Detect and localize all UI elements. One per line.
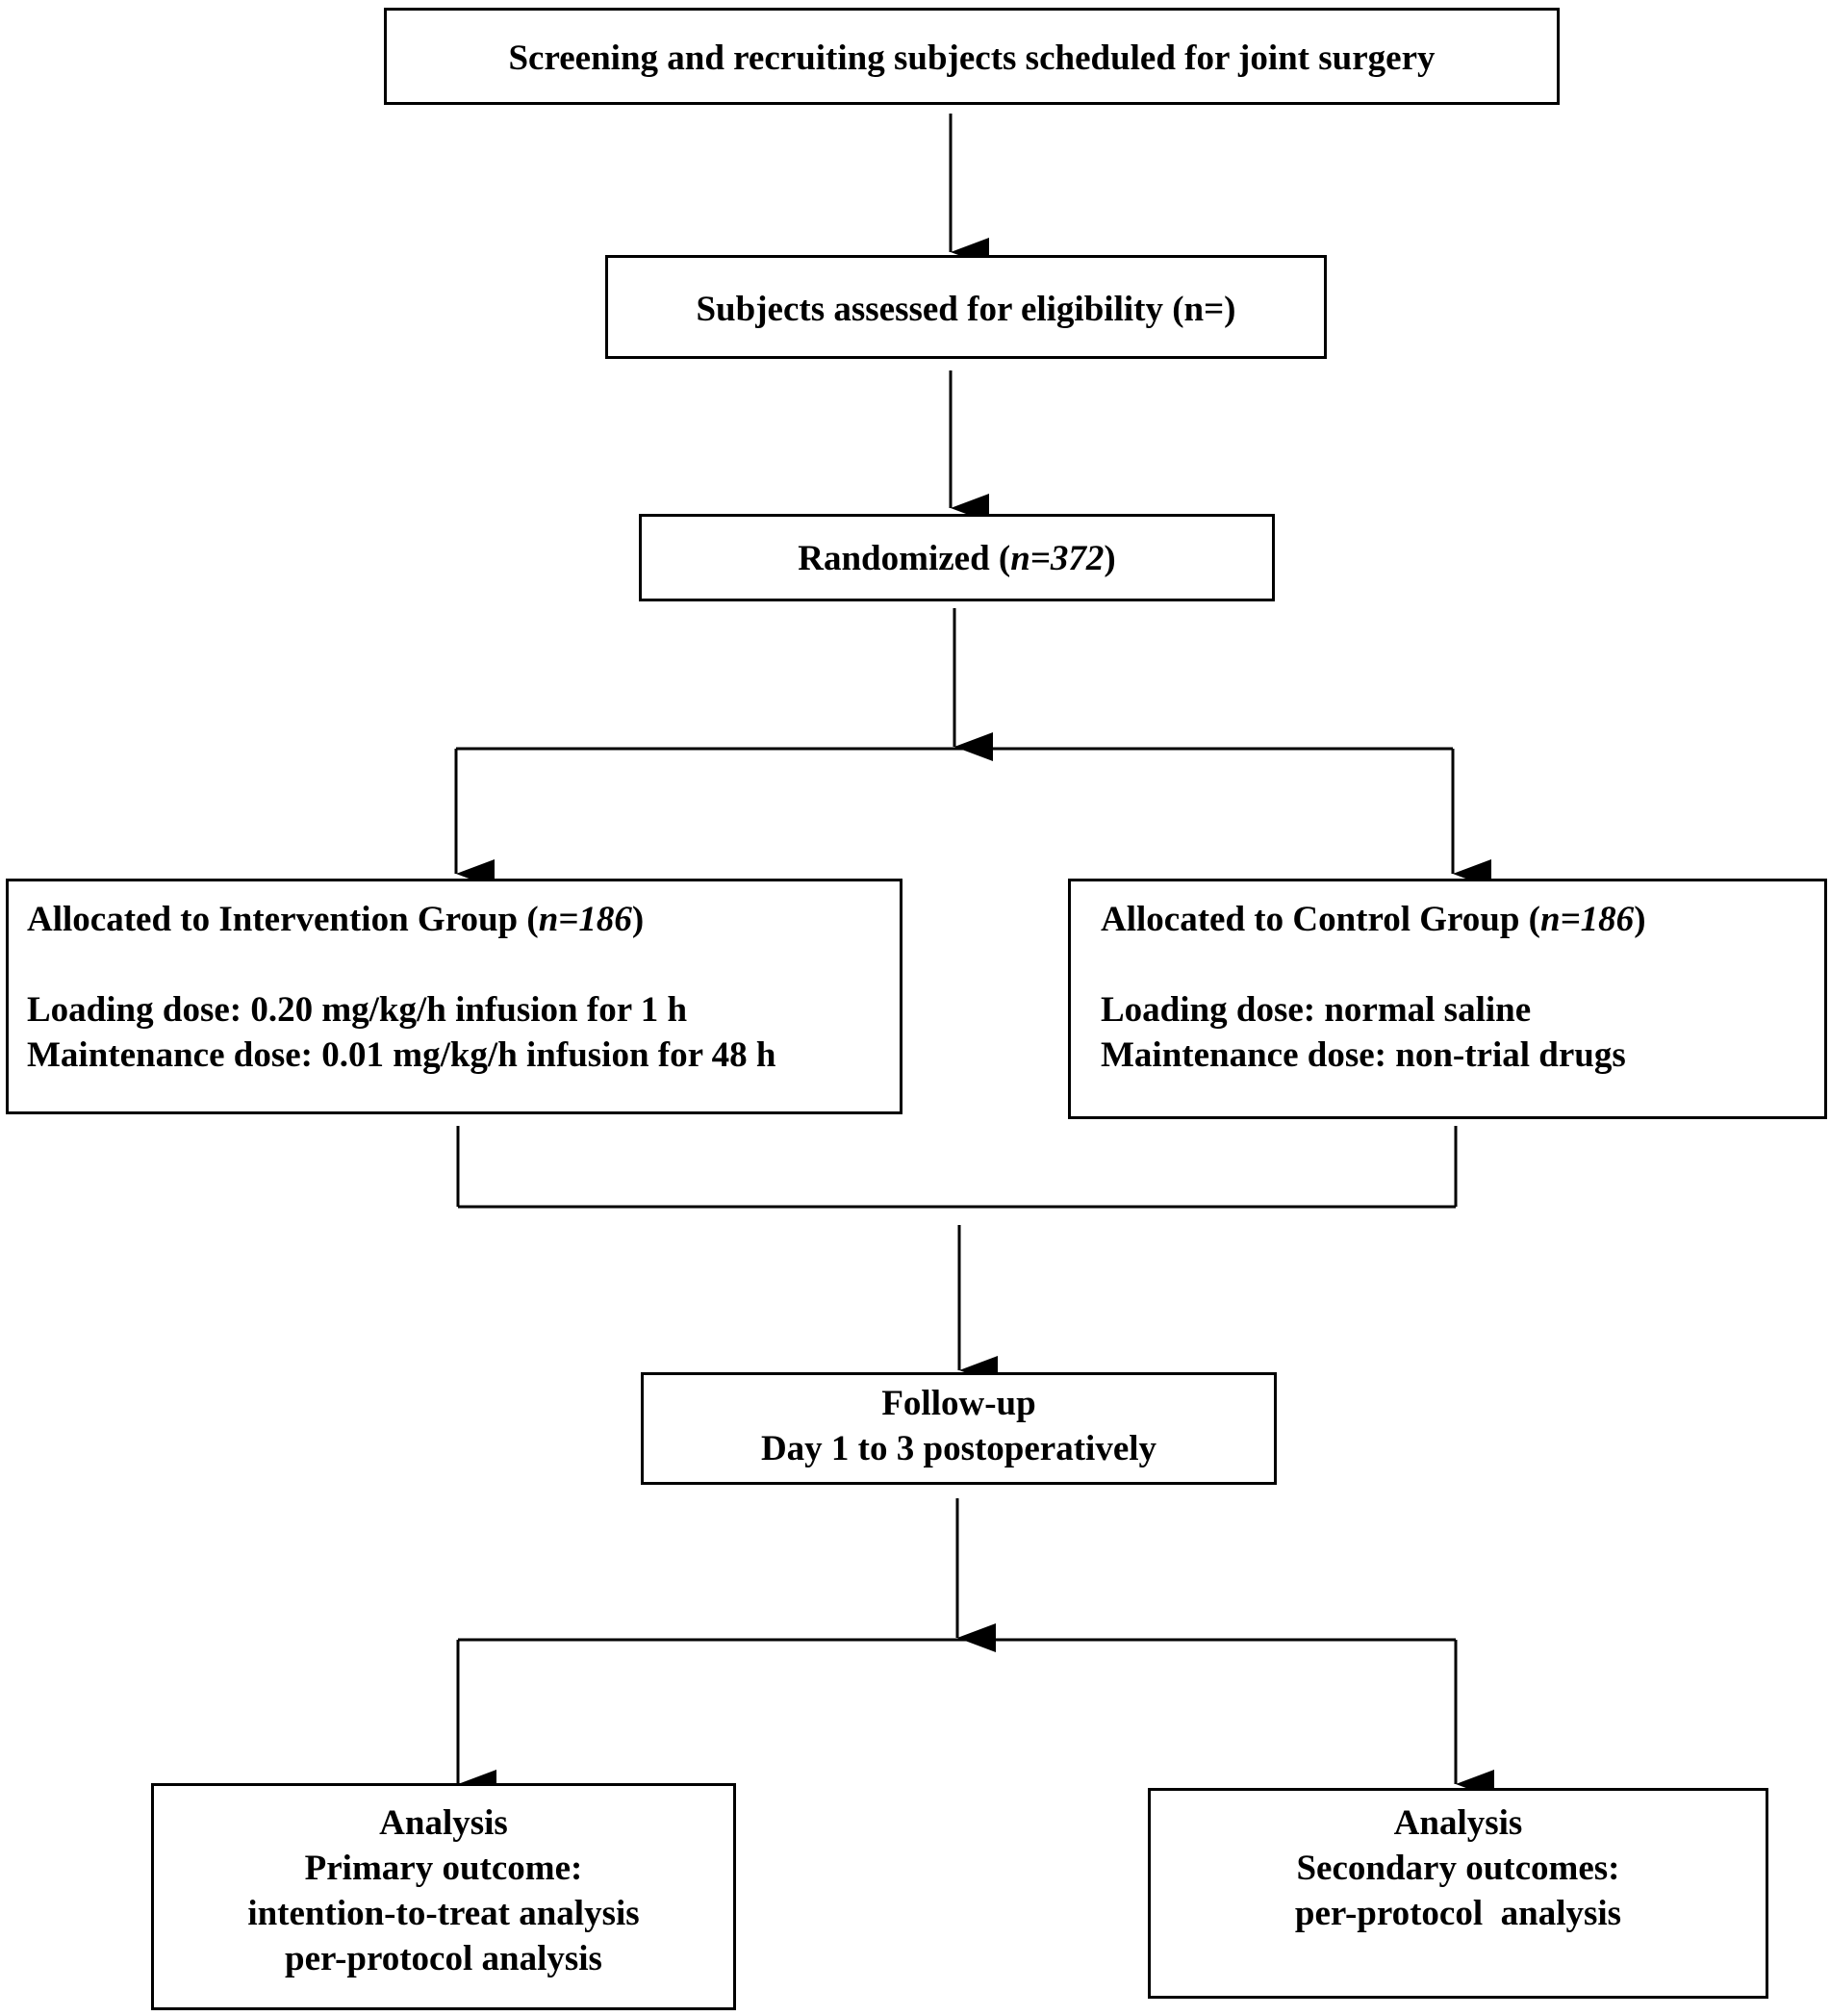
followup-title: Follow-up	[881, 1384, 1036, 1423]
intervention-maintenance-dose: Maintenance dose: 0.01 mg/kg/h infusion …	[27, 1035, 776, 1075]
control-loading-dose: Loading dose: normal saline	[1101, 990, 1532, 1030]
spacer	[27, 942, 900, 987]
primary-outcome-label: Primary outcome:	[304, 1849, 583, 1888]
secondary-analysis-box: Analysis Secondary outcomes: per-protoco…	[1148, 1788, 1768, 1999]
primary-pp-analysis: per-protocol analysis	[285, 1939, 602, 1978]
control-title: Allocated to Control Group (n=186)	[1101, 900, 1646, 939]
followup-box: Follow-up Day 1 to 3 postoperatively	[641, 1372, 1277, 1485]
primary-analysis-box: Analysis Primary outcome: intention-to-t…	[151, 1783, 736, 2010]
screening-text: Screening and recruiting subjects schedu…	[508, 38, 1436, 78]
secondary-pp-analysis: per-protocol analysis	[1294, 1894, 1622, 1933]
randomized-text: Randomized (n=372)	[798, 539, 1116, 578]
secondary-analysis-title: Analysis	[1393, 1803, 1523, 1843]
control-group-box: Allocated to Control Group (n=186) Loadi…	[1068, 879, 1827, 1119]
eligibility-text: Subjects assessed for eligibility (n=)	[696, 290, 1236, 329]
eligibility-box: Subjects assessed for eligibility (n=)	[605, 255, 1327, 359]
randomized-box: Randomized (n=372)	[639, 514, 1275, 601]
spacer	[1101, 942, 1824, 987]
secondary-outcomes-label: Secondary outcomes:	[1296, 1849, 1620, 1888]
followup-period: Day 1 to 3 postoperatively	[760, 1429, 1157, 1468]
primary-analysis-title: Analysis	[379, 1803, 508, 1843]
control-maintenance-dose: Maintenance dose: non-trial drugs	[1101, 1035, 1626, 1075]
primary-itt-analysis: intention-to-treat analysis	[247, 1894, 640, 1933]
intervention-group-box: Allocated to Intervention Group (n=186) …	[6, 879, 902, 1114]
intervention-loading-dose: Loading dose: 0.20 mg/kg/h infusion for …	[27, 990, 688, 1030]
intervention-title: Allocated to Intervention Group (n=186)	[27, 900, 645, 939]
screening-box: Screening and recruiting subjects schedu…	[384, 8, 1560, 105]
